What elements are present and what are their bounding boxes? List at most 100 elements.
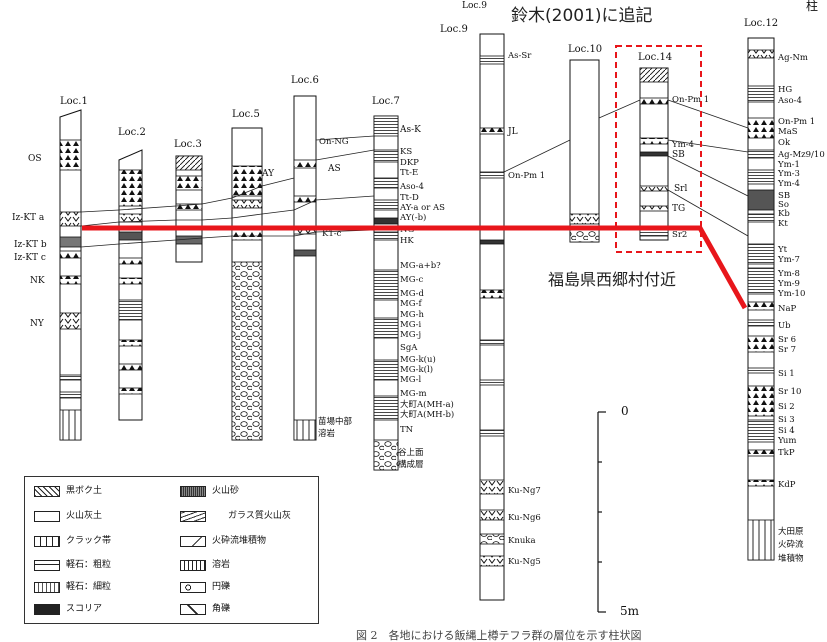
unit-label: Knuka [508, 536, 536, 546]
unit-label: On-Pm 1 [672, 95, 710, 105]
unit-label: Si 3 [778, 415, 795, 425]
unit-label: Ag-Nm [778, 53, 808, 63]
unit-label: Ym-1 [778, 160, 800, 170]
unit-label: NG [400, 225, 415, 235]
column-loc1 [59, 109, 82, 441]
unit-label: MG-i [400, 320, 422, 330]
legend-swatch [180, 536, 206, 547]
fills-loc14 [639, 67, 669, 237]
unit-label: Kt [778, 219, 788, 229]
unit-label: Ym-8 [778, 269, 800, 279]
unit-label: Si 4 [778, 426, 795, 436]
fills-loc5 [231, 165, 263, 441]
unit-label: Ub [778, 321, 791, 331]
unit-label: SgA [400, 343, 418, 353]
loc-label: Loc.1 [60, 96, 88, 107]
unit-label: MG-k(l) [400, 365, 434, 375]
legend-swatch [34, 604, 60, 615]
column-loc7 [373, 115, 399, 471]
scale-top-label: 0 [621, 404, 629, 418]
legend-label: 角礫 [212, 604, 231, 614]
legend-label: 火山砂 [212, 486, 240, 496]
unit-label: 大町A(MH-b) [400, 410, 455, 420]
unit-label: SB [778, 191, 791, 201]
legend-label: スコリア [66, 604, 103, 614]
unit-label: TG [672, 204, 686, 214]
legend-box [24, 476, 319, 624]
annotation-title: 鈴木(2001)に追記 [511, 6, 653, 26]
scale-bar [597, 411, 606, 613]
legend-swatch [34, 582, 60, 593]
unit-label: MG-f [400, 299, 422, 309]
unit-label: AY(-b) [400, 213, 427, 223]
legend-swatch [180, 511, 206, 522]
unit-label: NK [30, 276, 45, 286]
column-loc3 [175, 155, 203, 263]
unit-label: AY [262, 169, 275, 179]
unit-label: Iz-KT a [12, 213, 45, 223]
unit-label: AS [328, 164, 341, 174]
unit-label: So [778, 200, 789, 210]
column-loc14 [639, 67, 669, 241]
legend-label: ガラス質火山灰 [228, 511, 291, 521]
unit-label: Tt-E [400, 168, 419, 178]
unit-label: Ym-3 [778, 169, 800, 179]
unit-label: KdP [778, 480, 796, 490]
unit-label: 大町A(MH-a) [400, 400, 454, 410]
legend-swatch [180, 560, 206, 571]
unit-label: NaP [778, 304, 797, 314]
fills-loc6 [293, 159, 317, 441]
unit-label: Ku-Ng7 [508, 486, 541, 496]
unit-label: 火砕流 [778, 540, 804, 550]
unit-label: Yum [778, 436, 797, 446]
unit-label: KS [400, 147, 413, 157]
legend-label: 円礫 [212, 582, 231, 592]
legend-label: 溶岩 [212, 560, 231, 570]
unit-label: Ag-Mz9/10 [778, 150, 825, 160]
unit-label: 溶岩 [318, 429, 336, 439]
column-loc5 [231, 127, 263, 441]
unit-label: Si 2 [778, 402, 795, 412]
unit-label: Ku-Ng6 [508, 513, 541, 523]
unit-label: DKP [400, 158, 419, 168]
unit-label: Sr 7 [778, 345, 796, 355]
unit-label: MG-c [400, 275, 424, 285]
unit-label: Ym-7 [778, 255, 800, 265]
unit-label: Ku-Ng5 [508, 557, 541, 567]
unit-label: 大田原 [778, 527, 804, 537]
unit-label: AY-a or AS [400, 203, 445, 213]
fills-loc2 [118, 169, 143, 395]
unit-label: MG-m [400, 389, 427, 399]
unit-label: MG-k(u) [400, 355, 436, 365]
loc-label: Loc.7 [372, 96, 400, 107]
loc-label: Loc.5 [232, 109, 260, 120]
loc-label: Loc.12 [744, 18, 779, 29]
legend-swatch [34, 536, 60, 547]
unit-label: Sr 6 [778, 335, 796, 345]
unit-label: TN [400, 425, 414, 435]
unit-label: On-Pm 1 [508, 171, 546, 181]
unit-label: Ym-4 [778, 179, 800, 189]
unit-label: K1-c [322, 229, 342, 239]
unit-label: HG [778, 85, 793, 95]
legend-swatch [34, 560, 60, 571]
unit-label: JL [508, 127, 518, 137]
legend-swatch [34, 511, 60, 522]
unit-label: Aso-4 [400, 182, 424, 192]
scale-bottom-label: 5m [620, 604, 640, 618]
legend-label: 火砕流堆積物 [212, 536, 267, 546]
unit-label: Srl [674, 184, 688, 194]
unit-label: 苗場中部 [318, 417, 353, 427]
legend-swatch [180, 486, 206, 497]
legend-swatch [180, 582, 206, 593]
unit-label: MG-h [400, 310, 424, 320]
unit-label: Aso-4 [778, 96, 802, 106]
unit-label: As-Sr [508, 51, 532, 61]
fills-loc12 [747, 49, 775, 561]
legend-label: クラック帯 [66, 536, 112, 546]
unit-label: 谷上面 [398, 448, 424, 458]
unit-label: MG-d [400, 289, 424, 299]
unit-label: SB [672, 150, 685, 160]
legend-swatch [34, 486, 60, 497]
